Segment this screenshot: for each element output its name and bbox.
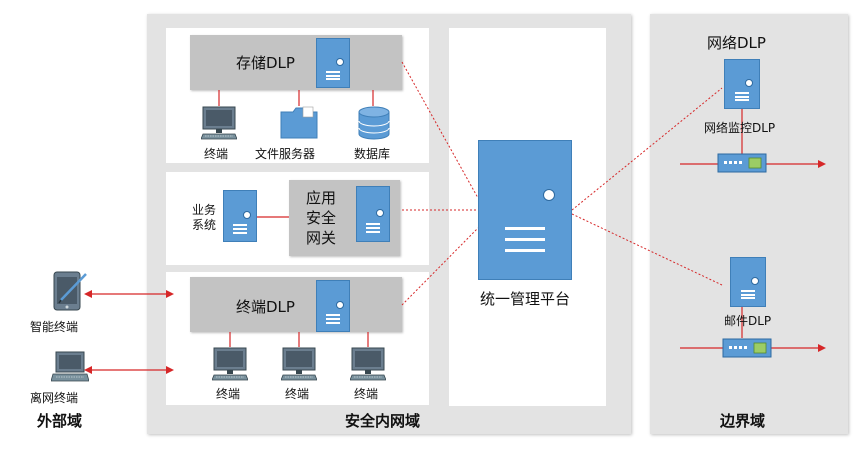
- storage-dlp-title: 存储DLP: [236, 54, 295, 72]
- network-monitor-label: 网络监控DLP: [704, 121, 776, 135]
- endpoint-dlp-box: [190, 277, 402, 332]
- network-switch-icon: [717, 153, 767, 173]
- laptop-icon: [51, 351, 89, 382]
- platform-server-icon: [478, 140, 572, 280]
- mail-dlp-label: 邮件DLP: [724, 314, 772, 328]
- border-zone-label: 边界域: [720, 412, 766, 430]
- offline-terminal-label: 离网终端: [30, 391, 79, 405]
- network-switch-icon: [722, 338, 772, 358]
- external-zone-label: 外部域: [37, 412, 83, 430]
- tablet-stylus-icon: [53, 271, 87, 311]
- gateway-label: 应用 安全 网关: [306, 189, 337, 247]
- gateway-server-icon: [356, 186, 390, 242]
- storage-dlp-box: [190, 35, 402, 90]
- endpoint-server-icon: [316, 280, 350, 332]
- storage-terminal-label: 终端: [204, 147, 229, 161]
- network-monitor-server-icon: [724, 59, 760, 109]
- mail-server-icon: [730, 257, 766, 307]
- business-system-label: 业务 系统: [192, 203, 217, 232]
- desktop-computer-icon: [212, 347, 248, 381]
- endpoint-dlp-title: 终端DLP: [236, 298, 295, 316]
- platform-label: 统一管理平台: [479, 290, 570, 308]
- network-dlp-title: 网络DLP: [707, 34, 766, 52]
- database-icon: [358, 106, 390, 140]
- desktop-computer-icon: [281, 347, 317, 381]
- endpoint-terminal-label-2: 终端: [285, 387, 310, 401]
- desktop-computer-icon: [201, 106, 237, 140]
- endpoint-terminal-label-3: 终端: [354, 387, 379, 401]
- file-server-label: 文件服务器: [255, 147, 316, 161]
- business-server-icon: [223, 190, 257, 242]
- smart-terminal-label: 智能终端: [30, 320, 79, 334]
- desktop-computer-icon: [350, 347, 386, 381]
- endpoint-terminal-label-1: 终端: [216, 387, 241, 401]
- database-label: 数据库: [354, 147, 391, 161]
- storage-server-icon: [316, 38, 350, 88]
- folder-icon: [280, 106, 318, 139]
- internal-zone-label: 安全内网域: [345, 412, 421, 430]
